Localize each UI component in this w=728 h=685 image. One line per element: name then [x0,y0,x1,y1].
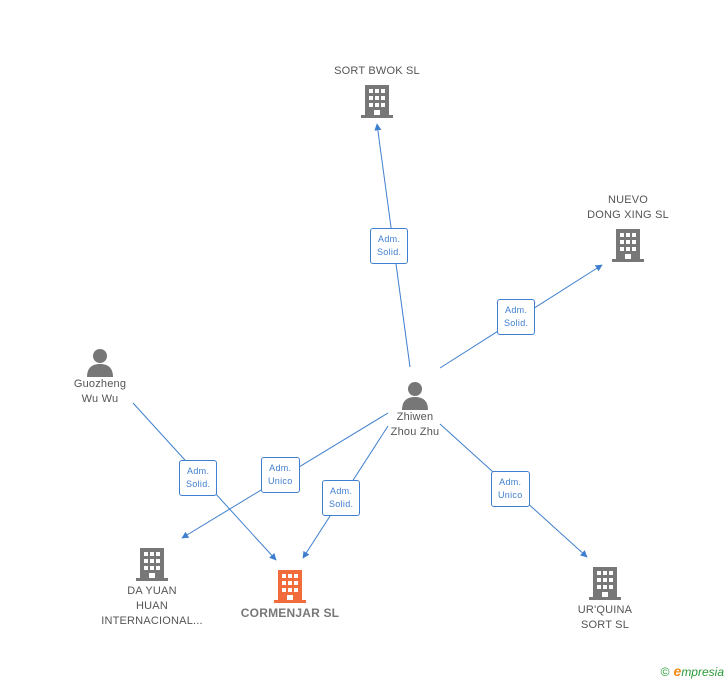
node-label: Guozheng Wu Wu [73,378,127,405]
node-label: NUEVO DONG XING SL [587,194,669,221]
node-label: SORT BWOK SL [334,65,420,77]
role-badge-guozheng[interactable]: Adm. Solid. [179,460,218,496]
building-icon [361,85,393,118]
role-badge-cormenjar[interactable]: Adm. Solid. [322,480,361,516]
node-label: UR'QUINA SORT SL [577,604,633,631]
copyright-symbol: © [660,665,670,679]
person-icon [402,382,428,410]
node-guozheng[interactable]: Guozheng Wu Wu [55,347,145,407]
node-da-yuan[interactable]: DA YUAN HUAN INTERNACIONAL... [92,546,212,629]
node-label: CORMENJAR SL [240,606,340,620]
role-badge-da-yuan[interactable]: Adm. Unico [261,457,300,493]
node-urquina[interactable]: UR'QUINA SORT SL [560,565,650,633]
role-badge-sort-bwok[interactable]: Adm. Solid. [370,228,409,264]
node-nuevo-dong-xing[interactable]: NUEVO DONG XING SL [570,193,686,263]
node-label: Zhiwen Zhou Zhu [390,411,440,438]
building-icon [589,567,621,600]
brand-name: mpresia [681,665,724,679]
node-label: DA YUAN HUAN INTERNACIONAL... [101,585,203,627]
building-icon [612,229,644,262]
node-zhiwen[interactable]: Zhiwen Zhou Zhu [370,380,460,440]
role-badge-urquina[interactable]: Adm. Unico [491,471,530,507]
brand-initial: e [673,663,682,679]
role-badge-nuevo[interactable]: Adm. Solid. [497,299,536,335]
node-sort-bwok[interactable]: SORT BWOK SL [318,64,436,119]
empresia-logo: ©empresia [661,663,724,679]
node-cormenjar[interactable]: CORMENJAR SL [230,568,350,621]
building-icon [274,570,306,603]
building-icon [136,548,168,581]
person-icon [87,349,113,377]
